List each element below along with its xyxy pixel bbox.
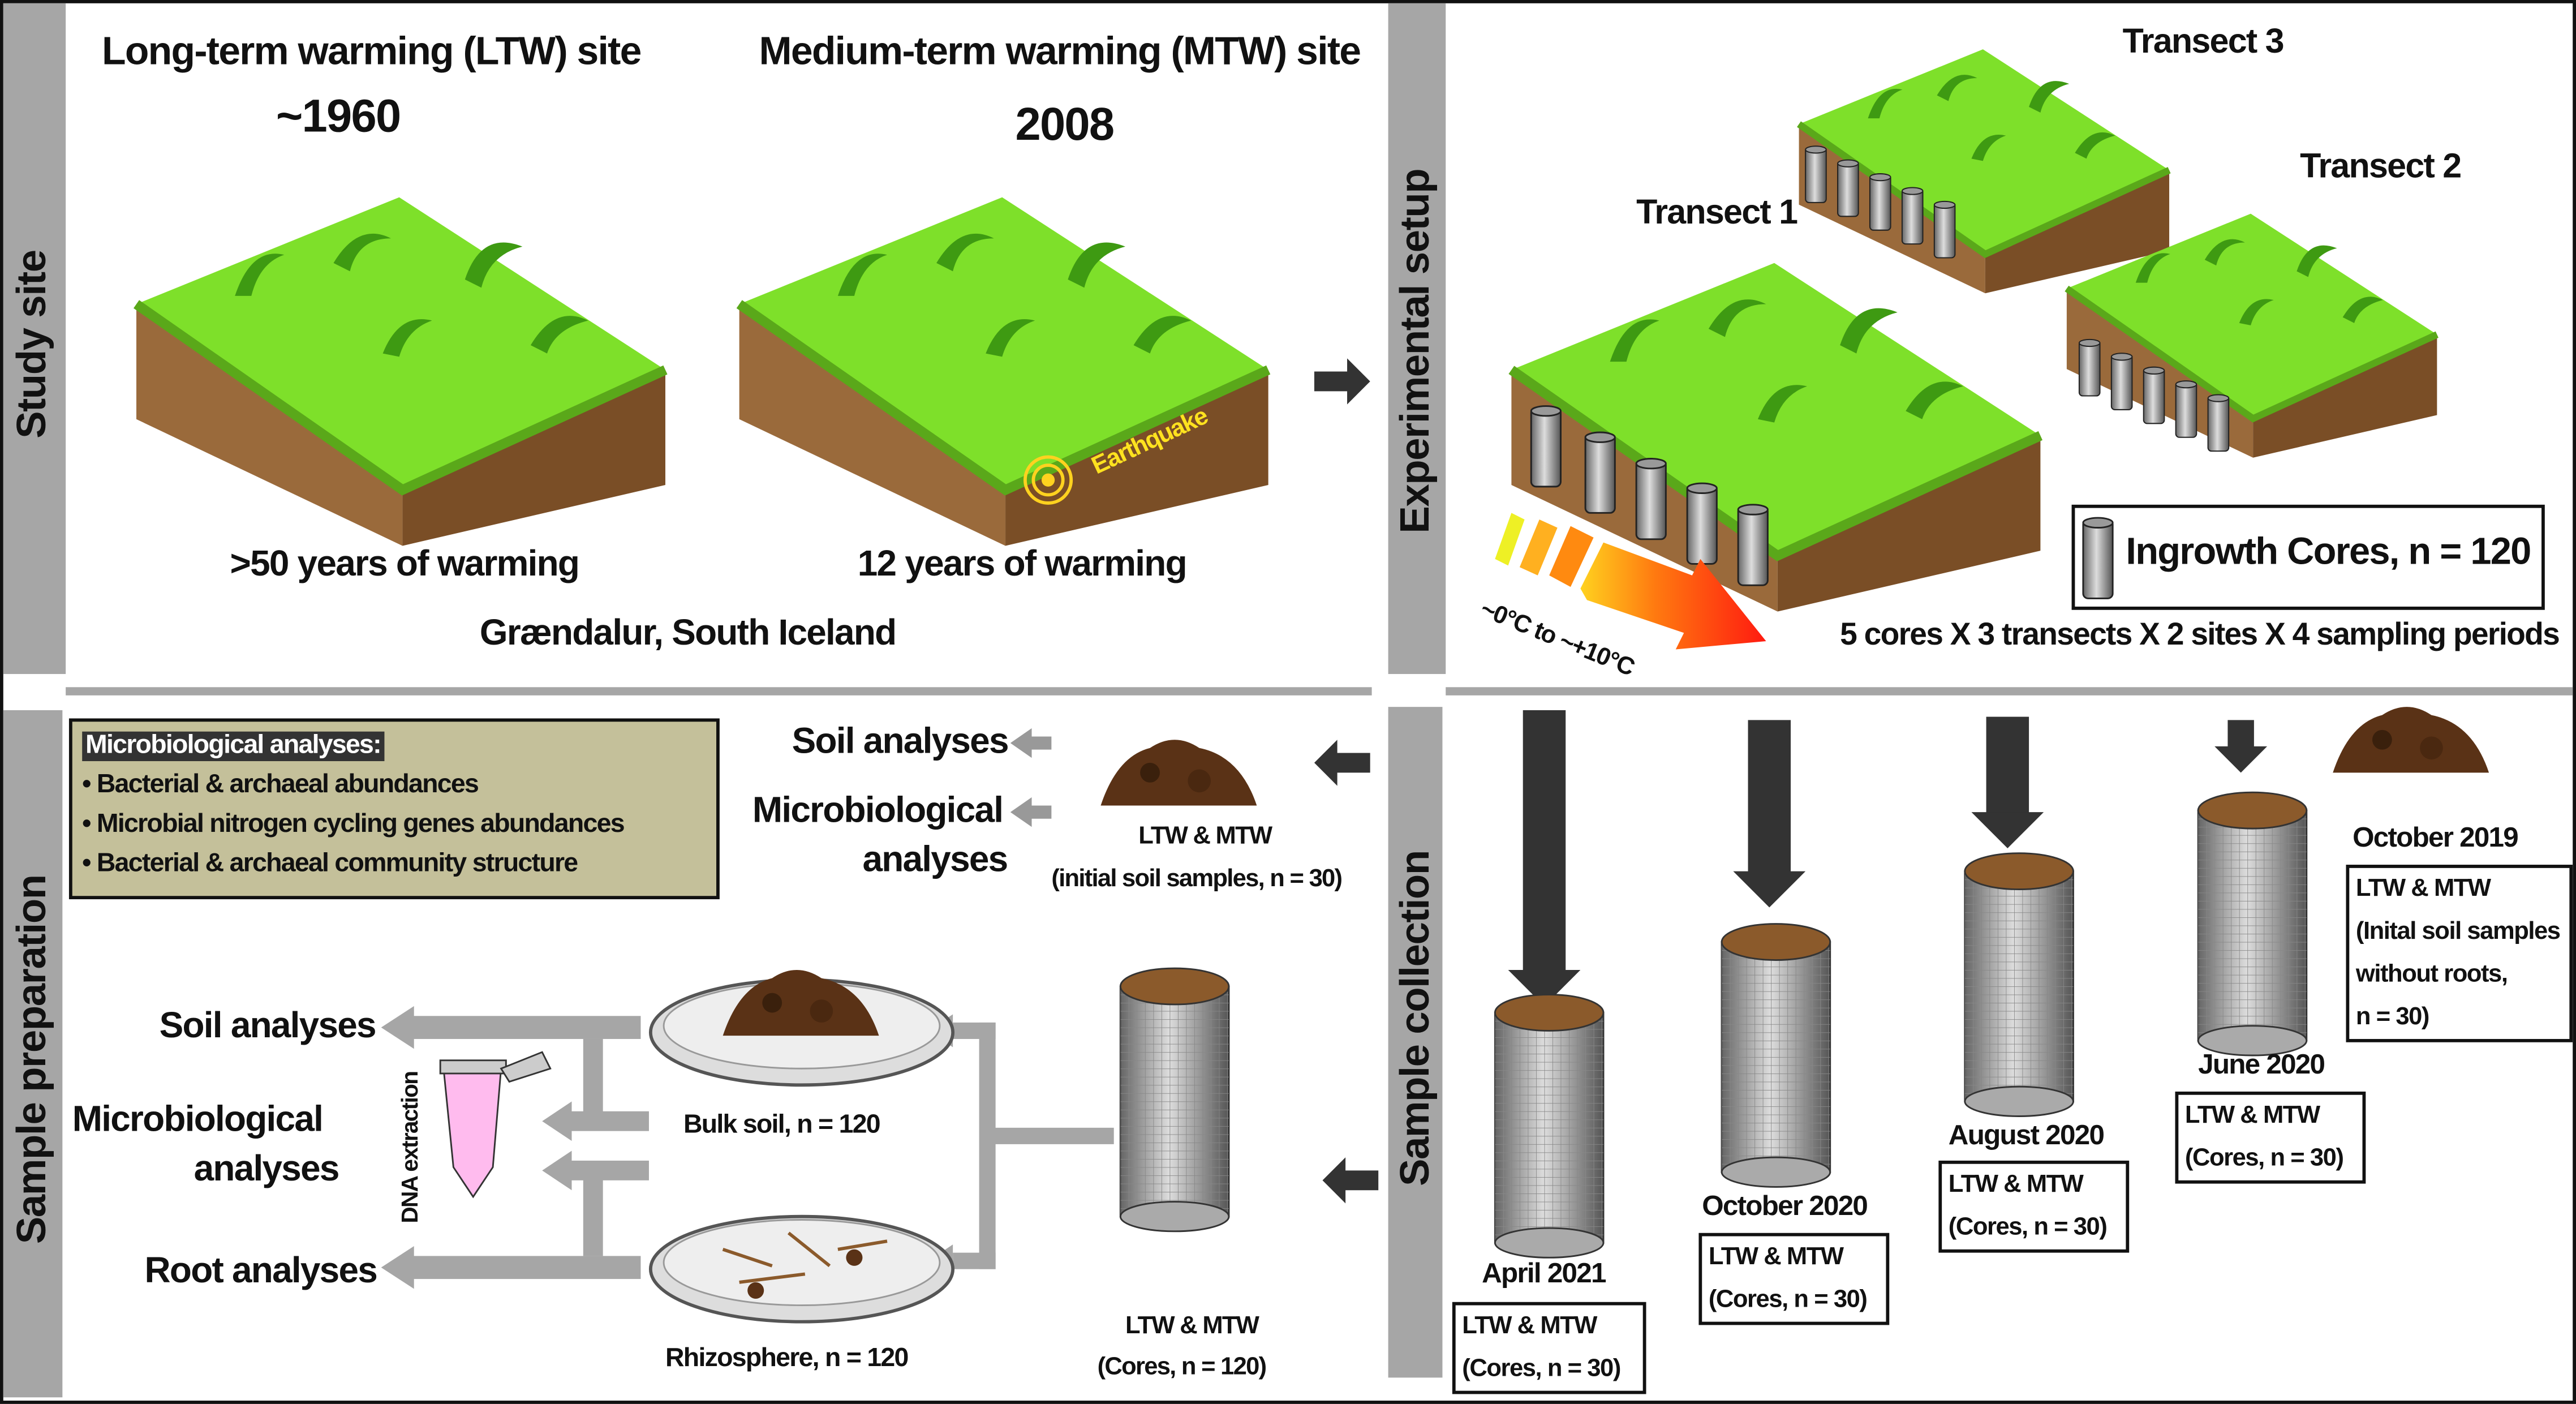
initial-soil-icon — [1100, 740, 1257, 806]
cores-line1: LTW & MTW — [1125, 1312, 1259, 1340]
micro-box-title: Microbiological analyses: — [82, 731, 384, 762]
ltw-year: ~1960 — [276, 90, 401, 141]
location-label: Grændalur, South Iceland — [479, 611, 897, 653]
design-label: 5 cores X 3 transects X 2 sites X 4 samp… — [1840, 618, 2560, 653]
april-2021-date: April 2021 — [1482, 1257, 1606, 1289]
transect-2-label: Transect 2 — [2300, 148, 2462, 186]
legend-label: Ingrowth Cores, n = 120 — [2126, 529, 2531, 572]
box-line: LTW & MTW — [2355, 874, 2491, 903]
arrow-to-initial-soil — [1314, 740, 1370, 786]
rhizosphere-dish — [648, 1214, 955, 1324]
micro-box-item: • Bacterial & archaeal community structu… — [82, 849, 578, 878]
initial-line1: LTW & MTW — [1138, 822, 1272, 850]
bulk-soil-label: Bulk soil, n = 120 — [683, 1111, 881, 1140]
temperature-gradient-arrow — [1495, 513, 1766, 650]
core-october-2020 — [1721, 923, 1831, 1188]
study-site-band — [3, 3, 66, 675]
august-2020-box: LTW & MTW (Cores, n = 30) — [1938, 1160, 2130, 1253]
top-micro-line1: Microbiological — [752, 789, 1004, 831]
box-line: LTW & MTW — [1948, 1170, 2084, 1199]
big-core-icon — [1119, 967, 1230, 1233]
october-2019-date: October 2019 — [2353, 822, 2519, 853]
dna-extraction-label: DNA extraction — [396, 1071, 423, 1223]
divider-left — [66, 687, 1372, 695]
ltw-caption: >50 years of warming — [230, 542, 580, 584]
collection-arrows — [1508, 710, 2268, 1006]
sample-preparation-band — [3, 710, 63, 1398]
initial-line2: (initial soil samples, n = 30) — [1051, 865, 1343, 893]
earthquake-icon — [1023, 455, 1073, 505]
ltw-soil-block — [136, 197, 665, 546]
mtw-year: 2008 — [1015, 98, 1115, 150]
legend-core-icon — [2082, 517, 2114, 599]
experimental-setup-band — [1388, 3, 1446, 675]
box-line: LTW & MTW — [2184, 1101, 2320, 1130]
transect-3-label: Transect 3 — [2122, 23, 2285, 61]
october-2019-box: LTW & MTW (Inital soil samples without roo… — [2346, 865, 2573, 1042]
micro-box-item: • Bacterial & archaeal abundances — [82, 771, 479, 799]
micro-box-item: • Microbial nitrogen cycling genes abund… — [82, 810, 625, 839]
soil-october-2019 — [2333, 707, 2489, 773]
core-june-2020 — [2197, 791, 2308, 1057]
box-line: n = 30) — [2355, 1003, 2429, 1031]
box-line: LTW & MTW — [1708, 1243, 1844, 1271]
core-august-2020 — [1964, 852, 2074, 1117]
box-line: (Cores, n = 30) — [1462, 1354, 1621, 1383]
soil-analyses: Soil analyses — [159, 1004, 377, 1046]
april-2021-box: LTW & MTW (Cores, n = 30) — [1452, 1302, 1646, 1394]
core-april-2021 — [1494, 994, 1605, 1259]
box-line: (Cores, n = 30) — [1708, 1285, 1868, 1314]
transect-1-label: Transect 1 — [1636, 194, 1798, 232]
sample-collection-band — [1388, 707, 1443, 1378]
box-line: (Cores, n = 30) — [2184, 1144, 2344, 1173]
mtw-caption: 12 years of warming — [857, 542, 1188, 584]
cores-line2: (Cores, n = 120) — [1097, 1353, 1267, 1381]
ltw-title: Long-term warming (LTW) site — [102, 29, 642, 74]
divider-right — [1446, 687, 2573, 695]
micro-line2: analyses — [193, 1147, 340, 1189]
box-line: (Inital soil samples — [2355, 917, 2561, 946]
dna-tube-icon — [439, 1051, 552, 1199]
june-2020-box: LTW & MTW (Cores, n = 30) — [2175, 1091, 2366, 1184]
box-line: (Cores, n = 30) — [1948, 1213, 2108, 1242]
october-2020-date: October 2020 — [1702, 1190, 1868, 1222]
top-micro-line2: analyses — [862, 838, 1008, 880]
root-analyses: Root analyses — [144, 1249, 378, 1291]
august-2020-date: August 2020 — [1948, 1119, 2105, 1151]
mtw-soil-block — [739, 197, 1268, 546]
bulk-soil-dish — [648, 969, 955, 1087]
june-2020-date: June 2020 — [2198, 1049, 2325, 1080]
analysis-arrows-top — [1010, 728, 1052, 827]
micro-line1: Microbiological — [72, 1098, 324, 1140]
box-line: without roots, — [2355, 960, 2508, 988]
arrow-to-prep — [1322, 1157, 1379, 1204]
legend-box — [2071, 504, 2545, 610]
october-2020-box: LTW & MTW (Cores, n = 30) — [1698, 1233, 1890, 1325]
arrow-to-setup — [1314, 358, 1370, 405]
mtw-title: Medium-term warming (MTW) site — [759, 29, 1362, 74]
top-soil-analyses: Soil analyses — [792, 720, 1009, 762]
box-line: LTW & MTW — [1462, 1312, 1597, 1340]
rhizosphere-label: Rhizosphere, n = 120 — [665, 1345, 909, 1373]
microbiological-analyses-box: Microbiological analyses: • Bacterial & … — [68, 718, 720, 900]
